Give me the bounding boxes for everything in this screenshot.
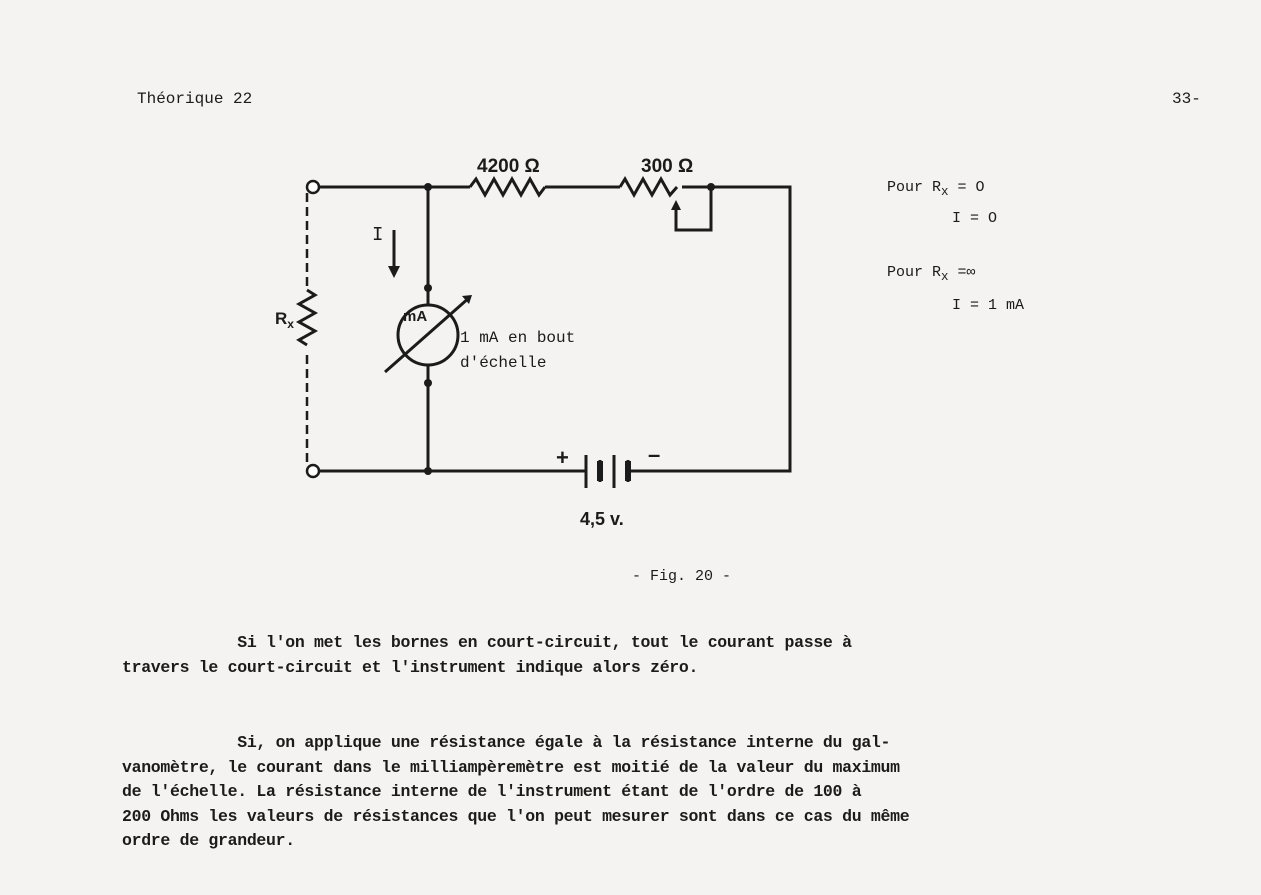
meter-note-2: d'échelle [460,354,546,372]
paragraph-line: de l'échelle. La résistance interne de l… [122,782,862,801]
wiper-arrow-head [671,200,681,210]
paragraph-line: ordre de grandeur. [122,831,295,850]
r2-label: 300 Ω [641,156,693,177]
page-header-title: Théorique 22 [137,90,253,108]
terminal-bottom [305,463,321,479]
meter-needle [384,295,471,374]
paragraph-line: 200 Ohms les valeurs de résistances que … [122,806,910,826]
condition-i-zero: I = O [952,210,998,227]
paragraph-line: vanomètre, le courant dans le milliampèr… [122,757,900,777]
potentiometer-300 [618,175,679,199]
paragraph-line: travers le court-circuit et l'instrument… [122,657,699,677]
resistor-4200 [468,175,547,199]
meter-label: mA [403,308,427,325]
battery-label: 4,5 v. [580,509,624,529]
paragraph-2: Si, on applique une résistance égale à l… [122,731,910,854]
paragraph-line: Si, on applique une résistance égale à l… [122,733,891,752]
battery-cell [625,461,631,481]
rx-label: Rx [275,309,294,331]
battery-plus: + [556,445,569,470]
milliammeter [396,303,460,367]
figure-caption: - Fig. 20 - [632,568,732,585]
condition-rx-infinite: Pour Rx =∞ [887,264,976,284]
paragraph-line: Si l'on met les bornes en court-circuit,… [122,633,852,652]
rx-resistor [295,288,319,347]
battery-cell [597,461,603,481]
top-wire [319,185,792,473]
current-label: I [372,224,383,246]
meter-note-1: 1 mA en bout [460,329,575,347]
pot-wiper [674,187,713,232]
paragraph-1: Si l'on met les bornes en court-circuit,… [122,631,852,680]
page-number: 33- [1172,90,1201,108]
condition-rx-zero: Pour Rx = O [887,179,985,199]
current-arrow-head [388,266,400,278]
needle-arrow-head [462,295,472,304]
condition-i-1ma: I = 1 mA [952,297,1025,314]
terminal-top [305,179,321,195]
battery-minus: – [648,442,660,467]
r1-label: 4200 Ω [477,156,540,177]
junction-dots [424,183,715,475]
